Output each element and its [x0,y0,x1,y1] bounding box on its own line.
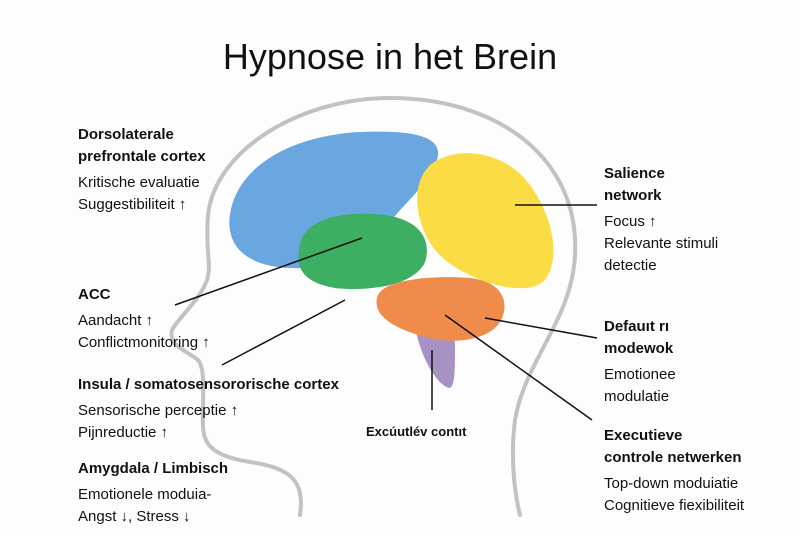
label-line: Cognitieve fiexibiliteit [604,497,745,514]
label-heading: Executieve [604,427,683,444]
label-heading: Amygdala / Limbisch [78,460,229,477]
label-heading: Defauıt rı [604,318,670,335]
label-line: Emotionee [604,366,676,383]
label-executive: Executieve controle netwerken Top-down m… [604,425,744,517]
label-heading: modewok [604,340,674,357]
label-line: Angst ↓, Stress ↓ [78,508,191,525]
salience-region [417,153,554,289]
label-heading: Dorsolaterale [78,126,174,143]
label-line: detectie [604,257,657,274]
label-heading: controle netwerken [604,449,742,466]
label-heading: Salience [604,165,665,182]
dmn-region [376,277,505,341]
label-line: Pijnreductie ↑ [78,424,169,441]
label-line: modulatie [604,388,670,405]
connector-lines [174,204,598,421]
label-line: Sensorische perceptie ↑ [78,402,239,419]
label-dmn: Defauıt rı modewok Emotionee modulatie [604,316,676,408]
label-insula: Insula / somatosensororische cortex Sens… [78,374,339,444]
connector-executive [444,314,593,421]
acc-region [298,213,427,290]
label-dlpfc: Dorsolaterale prefrontale cortex Kritisc… [78,124,206,216]
label-heading: network [604,187,662,204]
connector-acc [174,237,363,306]
label-heading: prefrontale cortex [78,148,206,165]
connector-insula [221,299,346,366]
label-line: Aandacht ↑ [78,312,154,329]
label-center: Excúutlév contıt [366,424,467,439]
label-line: Emotionele moduia- [78,486,212,503]
label-line: Relevante stimuli [604,235,719,252]
page-title: Hypnose in het Brein [222,36,558,77]
label-line: Conflictmonitoring ↑ [78,334,210,351]
label-line: Suggestibiliteit ↑ [78,196,187,213]
label-line: Kritische evaluatie [78,174,200,191]
head-outline [169,95,578,517]
connector-dmn [484,317,598,339]
label-line: Top-down moduiatie [604,475,739,492]
label-line: Focus ↑ [604,213,657,230]
label-acc: ACC Aandacht ↑ Conflictmonitoring ↑ [78,284,210,354]
prefrontal-region [229,131,439,269]
label-amygdala: Amygdala / Limbisch Emotionele moduia- A… [78,458,228,528]
label-heading: Insula / somatosensororische cortex [78,376,339,393]
label-salience: Salience network Focus ↑ Relevante stimu… [604,163,718,277]
label-heading: ACC [78,286,111,303]
